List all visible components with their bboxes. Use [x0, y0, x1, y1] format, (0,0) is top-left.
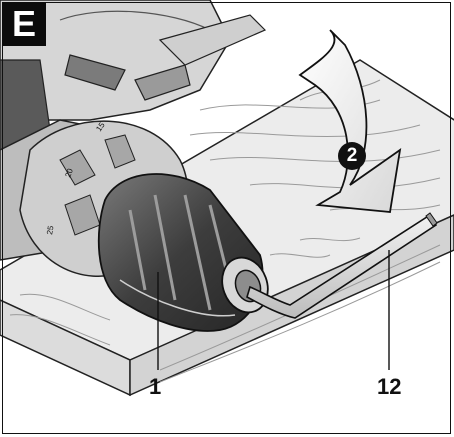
- callout-label-chuck: 1: [149, 374, 162, 399]
- callout-label-hex-key: 12: [377, 374, 402, 399]
- step-marker: 2: [338, 142, 366, 170]
- svg-text:20: 20: [63, 167, 75, 179]
- figure-frame: [2, 2, 451, 434]
- svg-text:25: 25: [45, 224, 56, 235]
- callout-lines: [157, 250, 390, 370]
- hex-key: [246, 212, 438, 319]
- panel-label: E: [2, 2, 46, 46]
